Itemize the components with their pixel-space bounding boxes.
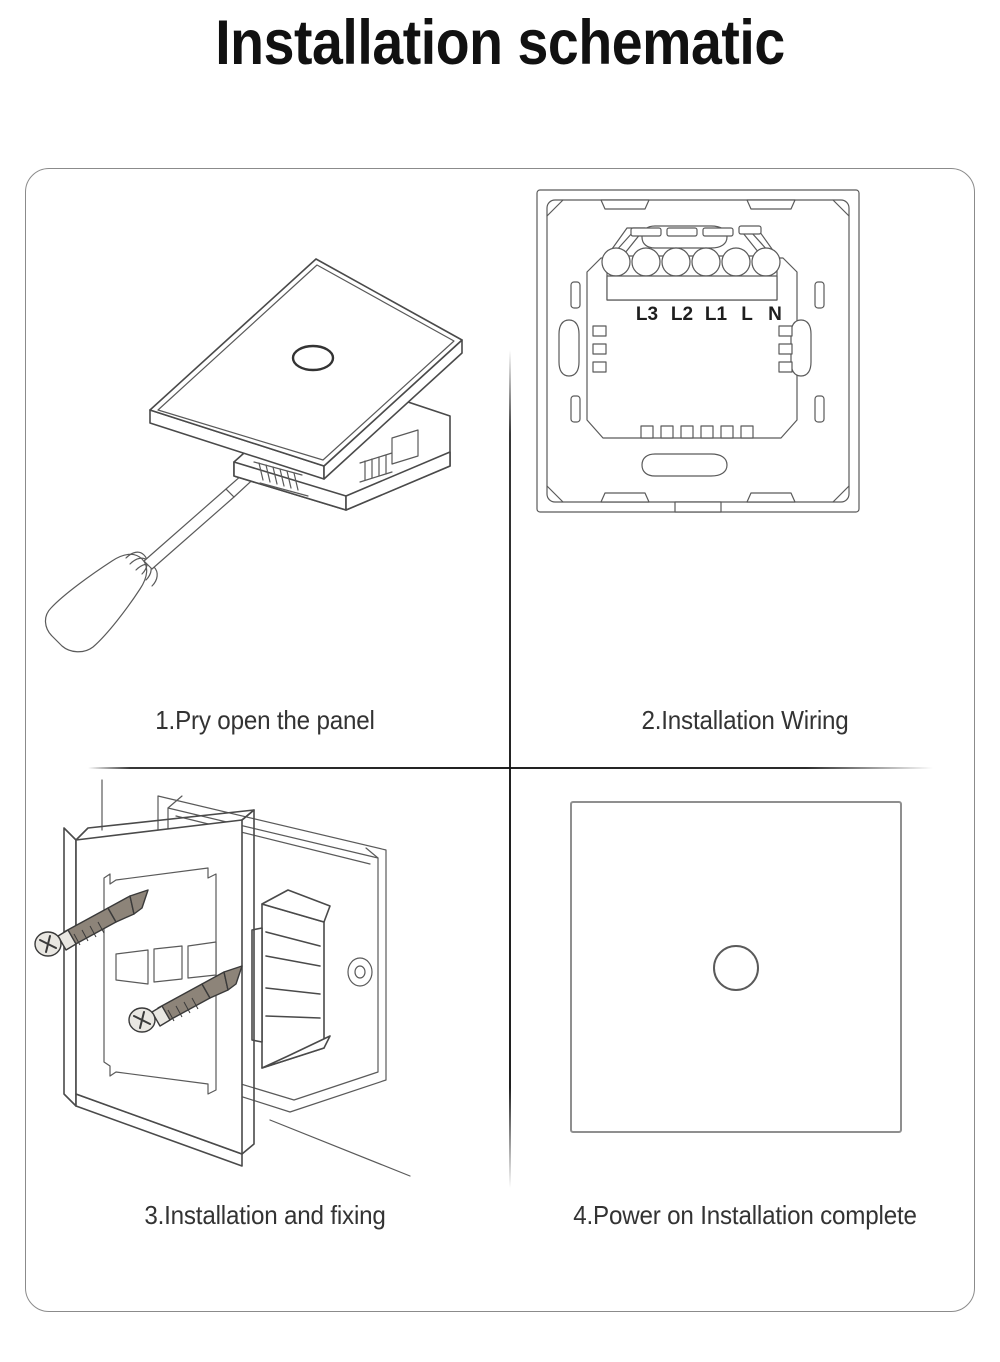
figure-installation-wiring: L3 L2 L1 L N bbox=[515, 180, 975, 680]
step-2-caption: 2.Installation Wiring bbox=[641, 705, 849, 735]
horizontal-divider bbox=[88, 767, 933, 769]
step-3-caption: 3.Installation and fixing bbox=[144, 1200, 386, 1230]
step-4-caption: 4.Power on Installation complete bbox=[573, 1200, 917, 1230]
figure-installation-fixing bbox=[30, 779, 500, 1200]
terminal-label-l1: L1 bbox=[705, 304, 728, 325]
touch-button-icon bbox=[291, 344, 335, 372]
step-3-panel: 3.Installation and fixing bbox=[30, 779, 500, 1310]
finished-switch-panel bbox=[570, 801, 902, 1133]
switch-module-body bbox=[251, 889, 331, 1069]
terminal-block bbox=[601, 225, 781, 301]
mounting-plate bbox=[558, 225, 812, 477]
switch-face-plate bbox=[149, 258, 463, 480]
terminal-labels: L3 L2 L1 L N bbox=[636, 304, 782, 325]
screw-lower-icon bbox=[128, 965, 243, 1033]
step-4-panel: 4.Power on Installation complete bbox=[515, 780, 975, 1310]
terminal-label-l2: L2 bbox=[671, 304, 693, 325]
touch-button-icon bbox=[713, 945, 759, 991]
step-2-panel: L3 L2 L1 L N 2.Installation Wiring bbox=[515, 180, 975, 760]
terminal-label-l3: L3 bbox=[636, 304, 658, 325]
step-1-caption: 1.Pry open the panel bbox=[155, 705, 375, 735]
terminal-label-l: L bbox=[741, 304, 753, 325]
terminal-label-n: N bbox=[768, 304, 782, 325]
figure-installation-complete bbox=[515, 780, 975, 1200]
vertical-divider bbox=[509, 350, 511, 1188]
step-1-panel: 1.Pry open the panel bbox=[30, 180, 500, 760]
figure-pry-open-panel bbox=[30, 180, 500, 680]
page-title: Installation schematic bbox=[215, 8, 785, 78]
screw-upper-icon bbox=[34, 889, 149, 957]
wall-guide-lines bbox=[101, 779, 411, 1177]
